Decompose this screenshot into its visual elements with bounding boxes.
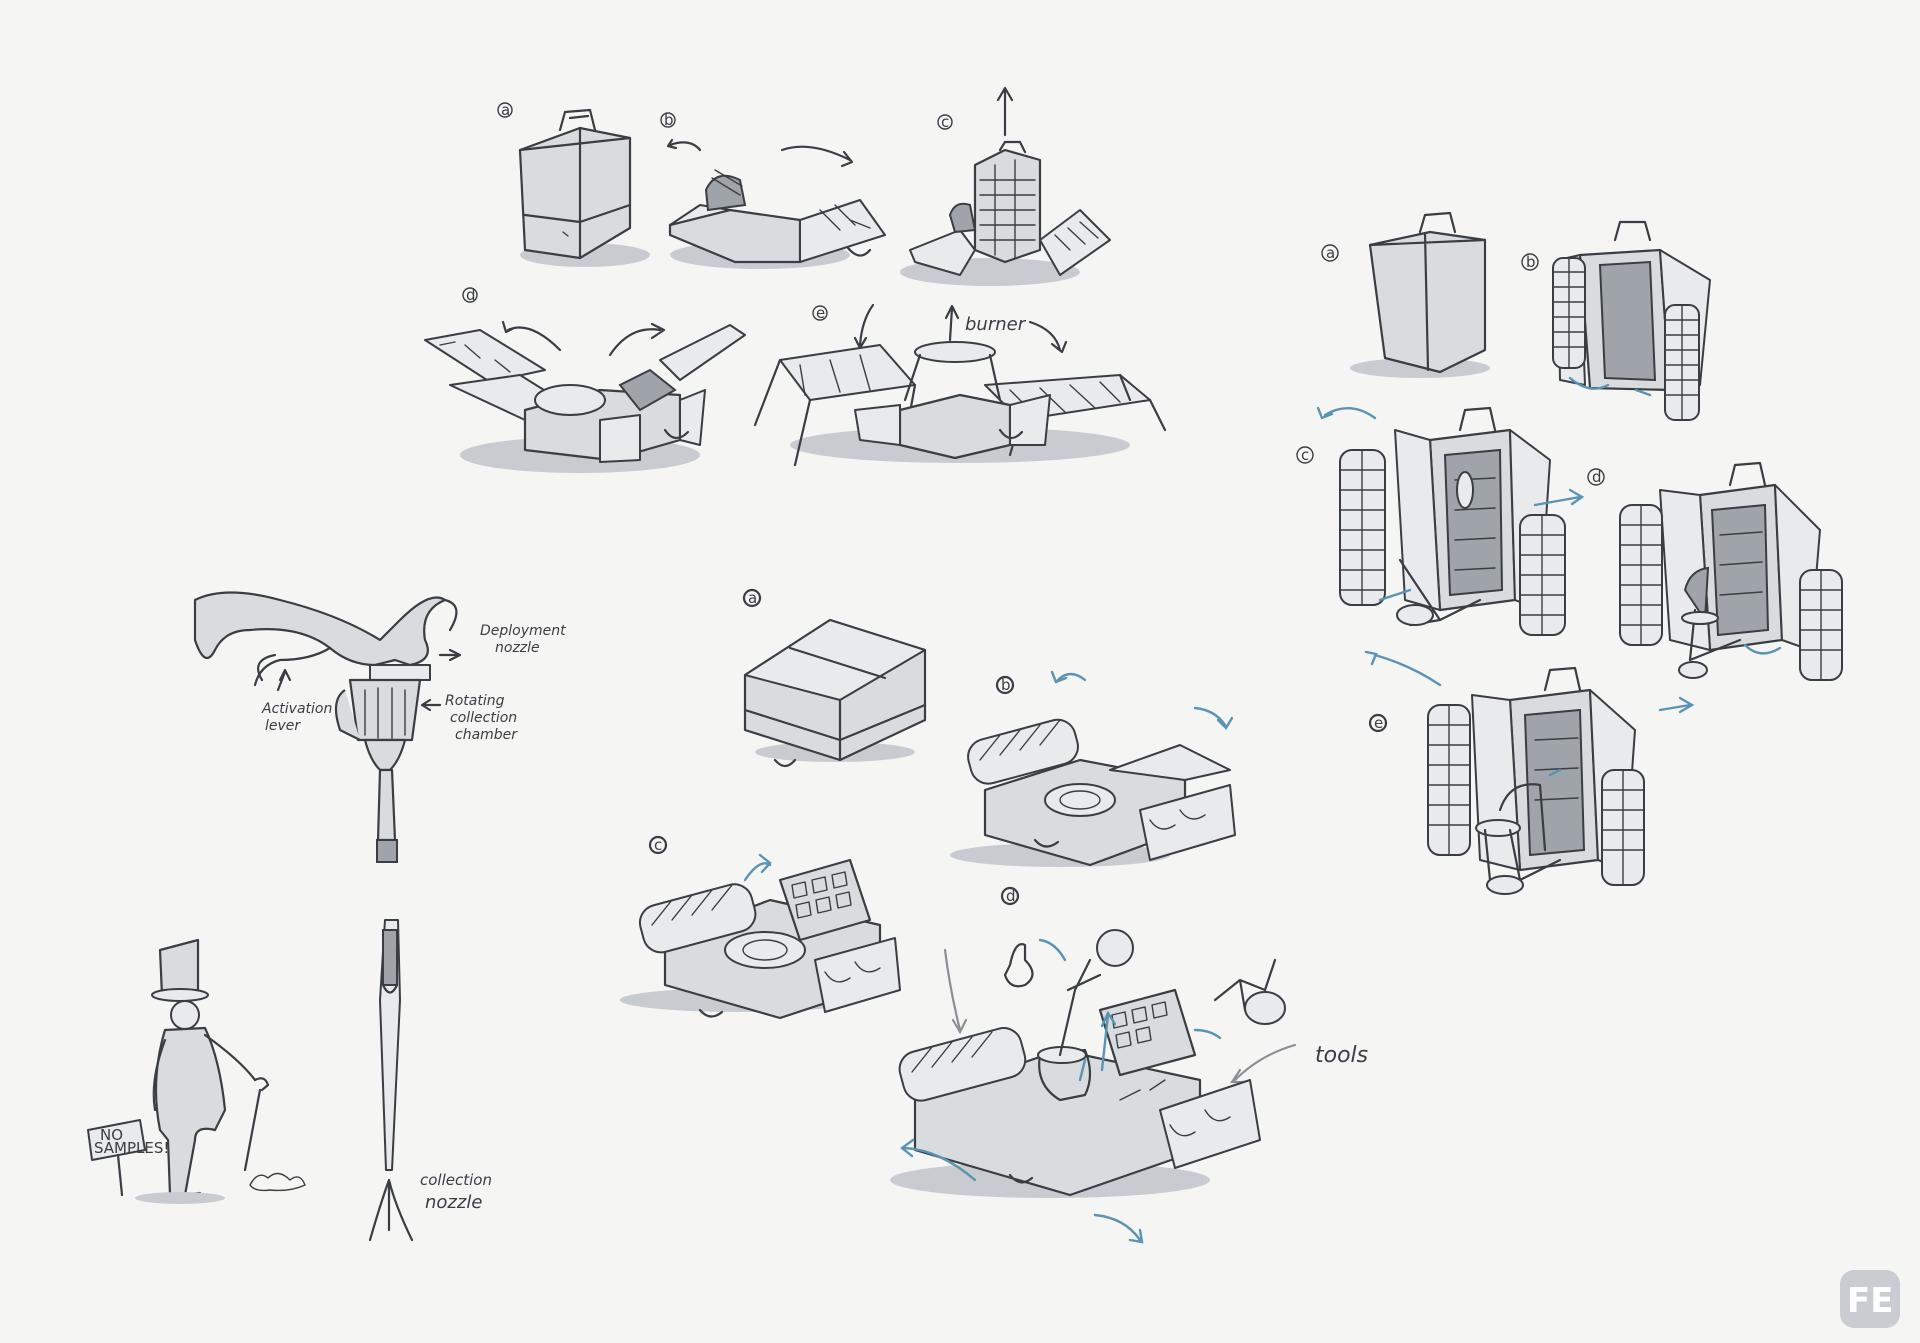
rotating-chamber-label-1: Rotating [445,693,505,709]
case-closed-a: a [497,101,650,267]
step-marker: d [1592,468,1602,486]
rotating-chamber-label-2: collection [450,710,517,726]
step-marker: e [1374,714,1383,732]
wardrobe-stand-d: d [1587,461,1843,681]
lab-case-open-b: b [950,670,1236,867]
activation-lever-label-2: lever [265,718,301,734]
case-stacked-c: c [900,86,1111,286]
middle-lab-sequence: a b c [620,588,1368,1244]
deployment-nozzle-label-2: nozzle [495,640,540,656]
lab-case-panel-c: c [620,835,901,1020]
step-marker: c [1301,446,1309,464]
tools-label: tools [1315,1043,1368,1068]
rolled-mat-left [1552,257,1586,369]
artist-monogram-icon [1840,1270,1900,1328]
rolled-mat-right [1664,304,1700,421]
step-marker: a [748,589,757,607]
logo-text: FE [1847,1281,1893,1321]
wardrobe-full-e: e [1364,650,1695,895]
artist-logo: FE [1840,1270,1900,1328]
lab-case-closed-a: a [742,588,927,768]
step-marker: d [466,286,476,304]
case-tables-e: e burner [753,303,1167,467]
sampler-cane: Deployment nozzle Activation lever Rotat… [193,591,566,1242]
sign-text-2: SAMPLES! [94,1139,169,1157]
collection-nozzle-label-2: nozzle [425,1192,482,1213]
activation-lever-label-1: Activation [261,701,332,717]
step-marker: a [501,101,510,119]
step-marker: b [1001,676,1011,694]
step-marker: a [1326,244,1335,262]
step-marker: c [941,113,949,131]
gentleman-figure: NO SAMPLES! [87,938,306,1204]
step-marker: c [654,836,662,854]
case-unfolded-d: d [424,286,746,473]
step-marker: b [1526,253,1536,271]
right-wardrobe-sequence: a b [1296,211,1843,895]
sign-text-1: NO [100,1126,123,1144]
top-case-sequence: a b c [424,86,1167,473]
lab-case-tools-d: d tools [890,886,1368,1244]
wardrobe-open-b: b [1521,220,1711,421]
step-marker: b [664,111,674,129]
step-marker: d [1006,887,1016,905]
wardrobe-unfolded-c: c [1296,406,1585,636]
rotating-chamber-label-3: chamber [455,727,518,743]
collection-nozzle-label-1: collection [420,1171,492,1189]
case-open-b: b [660,111,886,269]
wardrobe-closed-a: a [1321,211,1490,378]
burner-label: burner [965,314,1027,335]
deployment-nozzle-label-1: Deployment [480,623,566,639]
step-marker: e [816,304,825,322]
